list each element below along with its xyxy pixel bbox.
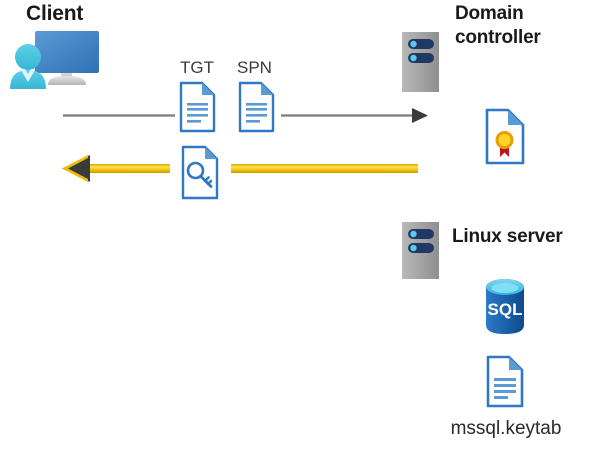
key-document-icon [181,145,219,200]
monitor-screen-icon [35,31,99,73]
user-avatar-icon [10,44,46,89]
client-title: Client [26,2,84,25]
tgt-document-icon [179,81,216,133]
award-ribbon-icon [495,131,514,157]
keytab-document-icon [486,355,524,408]
sql-database-icon: SQL [486,279,524,334]
monitor-stand-icon [48,70,86,85]
tgt-label: TGT [180,58,214,77]
svg-text:SQL: SQL [488,300,523,319]
domain-controller-server-icon [402,32,439,92]
certificate-document-icon [485,108,525,165]
keytab-filename-label: mssql.keytab [450,418,562,439]
request-flow-connector [63,108,428,123]
ticket-flow-connector [62,155,418,182]
spn-label: SPN [237,58,272,77]
client-icon [10,31,99,89]
key-glyph-icon [186,161,213,188]
linux-server-icon [402,222,439,279]
linux-server-title: Linux server [452,226,563,247]
domain-controller-title: Domain controller [455,3,541,48]
spn-document-icon [238,81,275,133]
arrowhead-right-icon [412,108,428,123]
